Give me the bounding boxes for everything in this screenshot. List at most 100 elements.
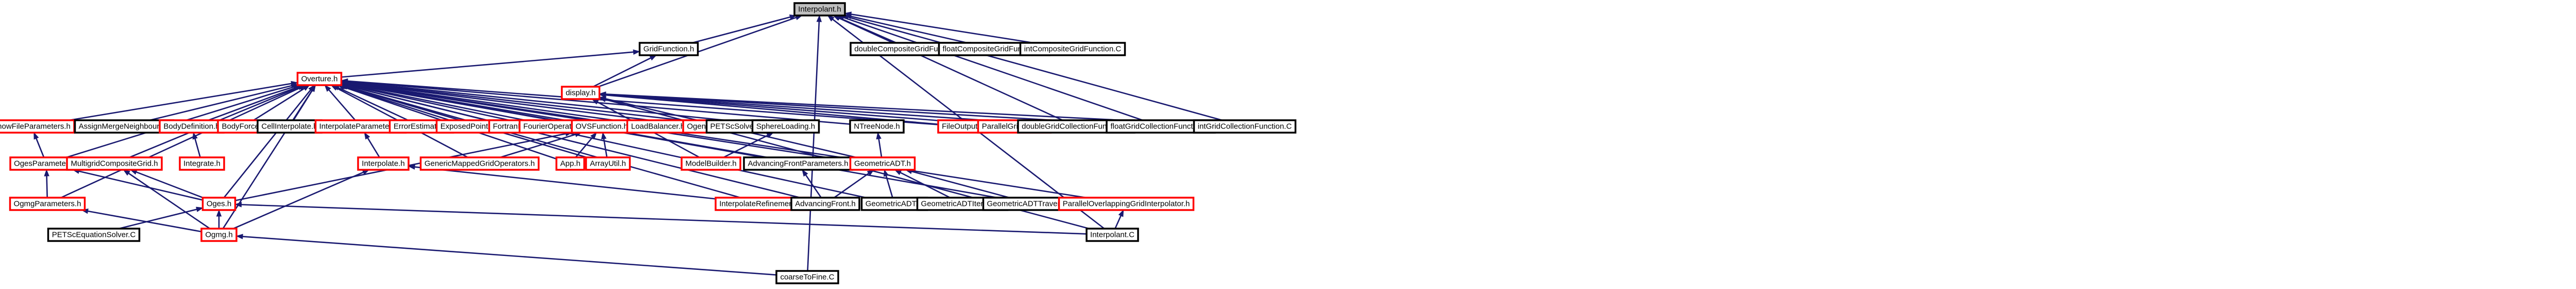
edge-integrate-h-to-bodydefinition-h <box>192 132 201 158</box>
arrowhead <box>341 81 348 86</box>
node-label: SphereLoading.h <box>756 122 815 131</box>
edge-line <box>241 204 1087 235</box>
node-advancingfront-h[interactable]: AdvancingFront.h <box>790 197 860 211</box>
node-box <box>849 119 905 134</box>
node-box <box>793 2 846 17</box>
edge-line <box>848 16 1223 121</box>
node-interpolant-h[interactable]: Interpolant.h <box>793 2 846 17</box>
node-ovsfunction-h[interactable]: OVSFunction.h <box>571 119 633 134</box>
node-label: OgesParameters.h <box>14 159 79 168</box>
node-box <box>1019 42 1126 56</box>
node-label: Oges.h <box>207 200 231 208</box>
node-label: ExposedPoints.h <box>440 122 499 131</box>
node-label: ModelBuilder.h <box>685 159 736 168</box>
edge-line <box>605 93 1107 124</box>
arrowhead <box>364 132 370 140</box>
arrowhead <box>234 202 242 207</box>
node-showfileparameters-h[interactable]: ShowFileParameters.h <box>0 119 75 134</box>
arrowhead <box>827 15 835 22</box>
node-gridfunction-h[interactable]: GridFunction.h <box>638 42 699 56</box>
node-label: floatGridCollectionFunction.C <box>1110 122 1211 131</box>
edge-oges-h-to-multigridcompositegrid-h <box>129 169 204 199</box>
node-intgridcollectionfunction-c[interactable]: intGridCollectionFunction.C <box>1193 119 1297 134</box>
edge-line <box>838 17 1063 121</box>
node-multigridcompositegrid-h[interactable]: MultigridCompositeGrid.h <box>66 156 163 171</box>
node-oges-h[interactable]: Oges.h <box>201 197 236 211</box>
edge-interpolant-c-to-oges-h <box>234 202 1087 235</box>
node-errorestimator-h[interactable]: ErrorEstimator.h <box>388 119 454 134</box>
edge-interpolant-c-to-paralleloverlappinggridinterpolator-h <box>1114 209 1124 229</box>
node-cellinterpolate-h[interactable]: CellInterpolate.h <box>257 119 323 134</box>
edge-geometricadt-h-to-ktreenode-h <box>876 132 883 158</box>
node-label: GridFunction.h <box>643 45 694 54</box>
node-box <box>849 156 916 171</box>
node-box <box>1193 119 1297 134</box>
edge-line <box>500 134 576 158</box>
arrowhead <box>802 169 808 177</box>
node-box <box>1086 228 1139 242</box>
node-modelbuilder-h[interactable]: ModelBuilder.h <box>681 156 741 171</box>
edge-advancingfront-h-to-advancingfrontparameters-h <box>802 169 822 198</box>
arrowhead <box>876 132 882 140</box>
edge-ogmg-h-to-interpolate-h <box>233 169 370 230</box>
node-genericmappedgridoperators-h[interactable]: GenericMappedGridOperators.h <box>419 156 540 171</box>
node-assignmergeneighbours-h[interactable]: AssignMergeNeighbours.h <box>74 119 175 134</box>
edge-line <box>851 15 968 44</box>
arrowhead <box>33 132 39 140</box>
node-ogmgparameters-h[interactable]: OgmgParameters.h <box>9 197 86 211</box>
edge-layer <box>33 11 1223 276</box>
node-petscequationsolver-c[interactable]: PETScEquationSolver.C <box>47 228 141 242</box>
edge-app-h-to-ovsfunction-h <box>575 132 597 158</box>
node-ktreenode-h[interactable]: NTreeNode.h <box>849 119 905 134</box>
node-interpolant-c[interactable]: Interpolant.C <box>1086 228 1139 242</box>
node-paralleloverlappinggridinterpolator-h[interactable]: ParallelOverlappingGridInterpolator.h <box>1058 197 1195 211</box>
node-box <box>201 197 236 211</box>
node-coarsetofine-c[interactable]: coarseToFine.C <box>775 270 839 284</box>
arrowhead <box>192 132 198 140</box>
node-geometricadt-c[interactable]: GeometricADT.C <box>860 197 928 211</box>
node-integrate-h[interactable]: Integrate.h <box>179 156 225 171</box>
node-box <box>743 156 853 171</box>
node-spheresloading-h[interactable]: SphereLoading.h <box>751 119 820 134</box>
node-box <box>419 156 540 171</box>
node-label: OgmgParameters.h <box>14 200 81 208</box>
edge-line <box>347 81 753 124</box>
edge-line <box>911 170 1010 199</box>
node-advancingfrontparameters-h[interactable]: AdvancingFrontParameters.h <box>743 156 853 171</box>
node-label: BodyForce.h <box>222 122 265 131</box>
node-app-h[interactable]: App.h <box>555 156 585 171</box>
arrowhead <box>235 234 243 239</box>
edge-display-h-to-interpolant-h <box>598 15 803 88</box>
edge-line <box>78 170 203 201</box>
edge-line <box>851 13 1033 44</box>
node-label: Integrate.h <box>183 159 221 168</box>
arrowhead <box>599 97 606 102</box>
node-ogmg-h[interactable]: Ogmg.h <box>200 228 238 242</box>
edge-intgridcollectionfunction-c-to-display-h <box>599 91 1194 125</box>
node-box <box>681 156 741 171</box>
node-label: GeometricADT.C <box>866 200 924 208</box>
node-label: intGridCollectionFunction.C <box>1198 122 1292 131</box>
edge-ogesparameters-h-to-showfileparameters-h <box>33 132 45 158</box>
node-loadbalancer-h[interactable]: LoadBalancer.h <box>626 119 690 134</box>
arrowhead <box>216 209 222 217</box>
node-label: MultigridCompositeGrid.h <box>71 159 158 168</box>
node-intcompositegridfunction-c[interactable]: intCompositeGridFunction.C <box>1019 42 1126 56</box>
node-interpolate-h[interactable]: Interpolate.h <box>357 156 410 171</box>
edge-line <box>347 85 801 199</box>
node-overture-h[interactable]: Overture.h <box>296 72 343 86</box>
node-display-h[interactable]: display.h <box>561 86 601 100</box>
node-bodydefinition-h[interactable]: BodyDefinition.h <box>159 119 225 134</box>
node-box <box>775 270 839 284</box>
node-label: NTreeNode.h <box>854 122 900 131</box>
edge-ogmgparameters-h-to-ogesparameters-h <box>44 169 49 198</box>
node-arrayutil-h[interactable]: ArrayUtil.h <box>585 156 631 171</box>
edge-line <box>253 88 305 121</box>
edge-line <box>807 21 820 271</box>
edge-line <box>194 138 201 158</box>
node-geometricadt-h[interactable]: GeometricADT.h <box>849 156 916 171</box>
node-label: coarseToFine.C <box>780 273 834 282</box>
edge-line <box>605 93 1019 123</box>
edge-line <box>723 135 768 158</box>
edge-line <box>692 16 791 44</box>
